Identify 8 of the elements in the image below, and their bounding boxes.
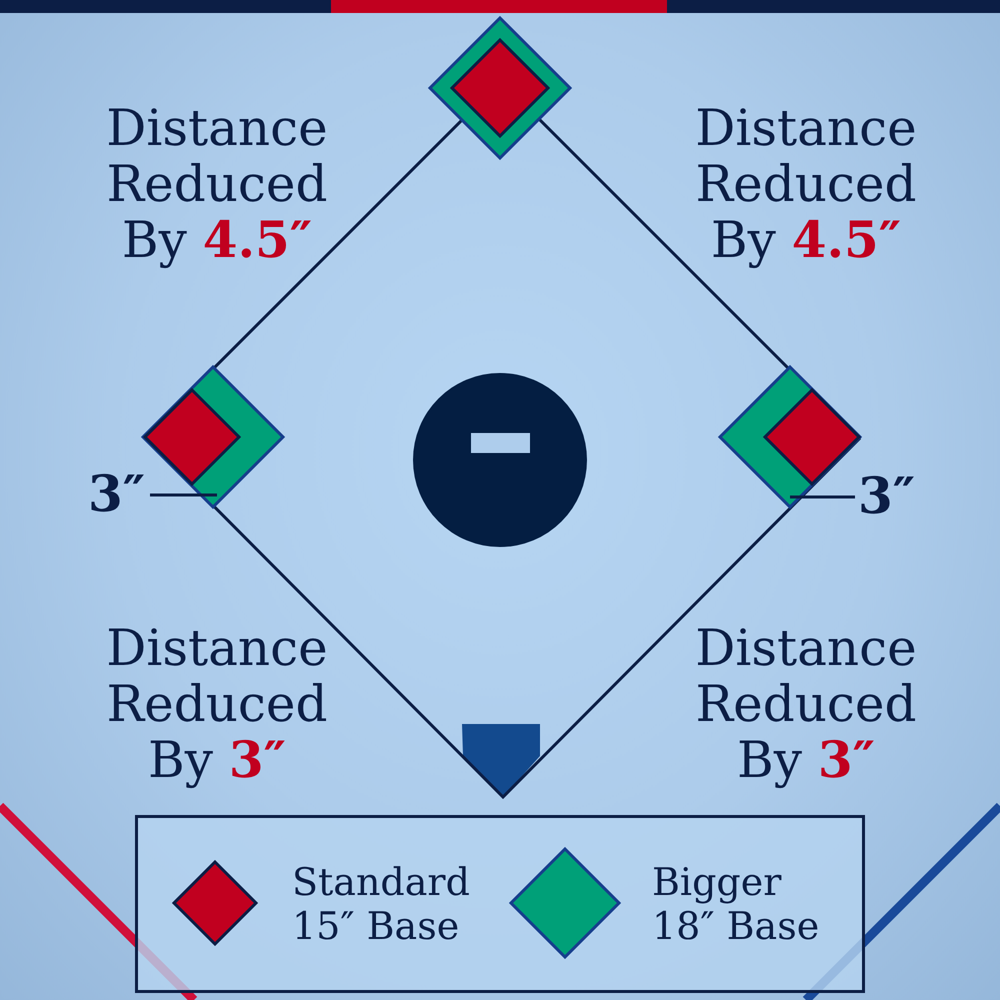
legend-label: Standard 15″ Base (292, 860, 471, 948)
dimension-label: 3″ (88, 466, 146, 522)
annotation-text: Distance Reduced By 4.5″ (105, 100, 329, 268)
annotation-text: Distance Reduced By 4.5″ (694, 100, 918, 268)
annotation-text: Distance Reduced By 3″ (694, 620, 918, 788)
annotation-text: Distance Reduced By 3″ (105, 620, 329, 788)
legend-label: Bigger 18″ Base (652, 860, 820, 948)
dimension-label: 3″ (858, 468, 916, 524)
